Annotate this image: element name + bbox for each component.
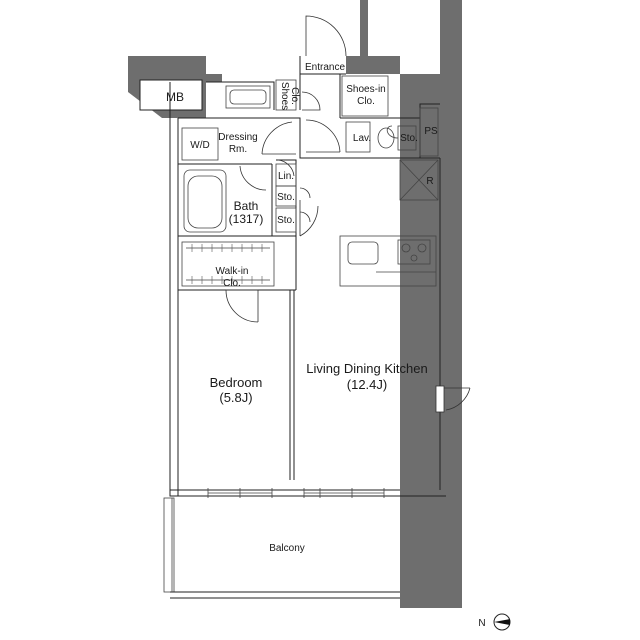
label-bath-2: (1317)	[229, 212, 264, 226]
label-bath-1: Bath	[234, 199, 259, 213]
doors	[225, 15, 471, 413]
label-bedroom-2: (5.8J)	[219, 390, 252, 405]
label-r: R	[426, 176, 433, 187]
label-walkin-2: Clo.	[223, 278, 241, 289]
compass: N	[478, 613, 511, 631]
label-sto-wc: Sto.	[400, 133, 418, 144]
fixtures	[181, 79, 437, 287]
label-entrance: Entrance	[305, 62, 345, 73]
label-sto-1: Sto.	[277, 192, 295, 203]
north-arrow-icon	[494, 619, 510, 625]
label-shoes-clo-2: Clo.	[289, 87, 300, 105]
label-lav: Lav.	[353, 133, 371, 144]
label-dressing-1: Dressing	[218, 132, 257, 143]
label-shoes-in-1: Shoes-in	[346, 84, 385, 95]
balcony-area	[163, 497, 400, 599]
label-wd: W/D	[190, 140, 209, 151]
label-balcony: Balcony	[269, 543, 305, 554]
label-dressing-2: Rm.	[229, 144, 247, 155]
label-shoes-in-2: Clo.	[357, 96, 375, 107]
label-mb: MB	[166, 90, 184, 104]
label-ps: PS	[424, 126, 438, 137]
label-ldk-1: Living Dining Kitchen	[306, 361, 427, 376]
room-labels: MB Entrance Shoes Clo. Shoes-in Clo. W/D…	[166, 62, 438, 554]
label-bedroom-1: Bedroom	[210, 375, 263, 390]
balcony-windows	[207, 488, 385, 498]
label-lin: Lin.	[278, 171, 294, 182]
label-ldk-2: (12.4J)	[347, 377, 387, 392]
compass-label: N	[478, 618, 485, 629]
label-sto-2: Sto.	[277, 215, 295, 226]
label-shoes-clo-1: Shoes	[279, 82, 290, 110]
label-walkin-1: Walk-in	[216, 266, 249, 277]
